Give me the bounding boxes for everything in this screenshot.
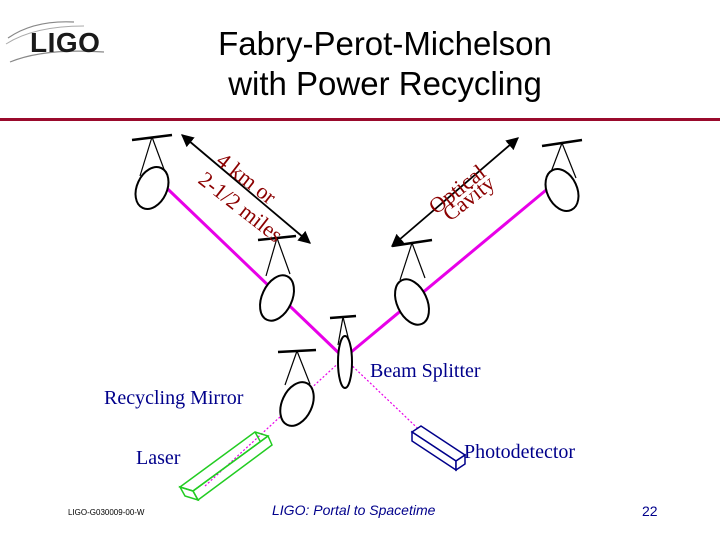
photodetector-box	[410, 425, 467, 472]
page-number: 22	[642, 503, 658, 519]
photodetector-label: Photodetector	[464, 441, 576, 463]
recycling-mirror	[277, 348, 317, 427]
title-line-1: Fabry-Perot-Michelson	[218, 25, 552, 62]
end-mirror-left	[131, 133, 173, 210]
input-mirror-right	[391, 238, 433, 326]
beam-splitter	[329, 314, 357, 389]
beam-splitter-label: Beam Splitter	[370, 360, 481, 382]
arm-length-arrow	[181, 134, 311, 244]
end-mirror-right	[541, 138, 583, 212]
footer-title: LIGO: Portal to Spacetime	[272, 502, 436, 518]
document-id: LIGO-G030009-00-W	[68, 508, 145, 517]
cavity-arrow	[391, 137, 519, 247]
title-divider	[0, 118, 720, 121]
recycling-mirror-label: Recycling Mirror	[104, 387, 244, 409]
laser-label: Laser	[136, 447, 181, 469]
logo-text: LIGO	[30, 27, 101, 58]
arm-beam-right	[343, 174, 564, 360]
title-line-2: with Power Recycling	[228, 65, 542, 102]
input-mirror-left	[257, 234, 297, 322]
ligo-logo-icon	[5, 21, 105, 63]
input-beam	[204, 357, 345, 487]
laser-box	[178, 431, 273, 502]
slide-title: Fabry-Perot-Michelson with Power Recycli…	[130, 24, 640, 104]
